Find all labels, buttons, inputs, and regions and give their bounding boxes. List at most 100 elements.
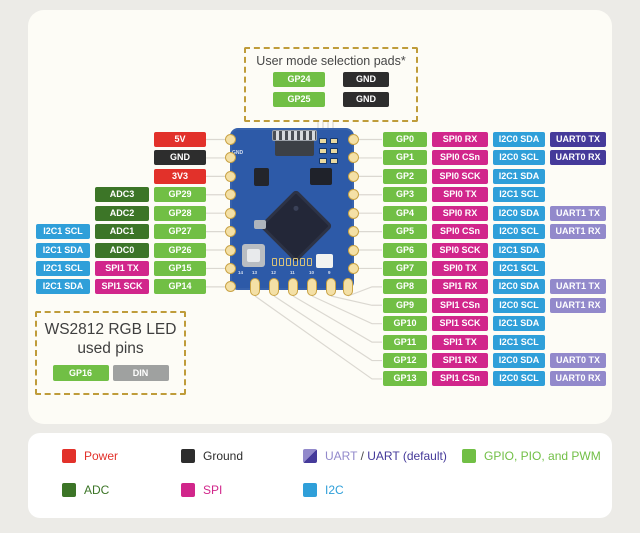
castellated-pad-left-6 bbox=[225, 244, 236, 256]
left-pin-row-2: 3V3 bbox=[36, 168, 206, 184]
strip-pad-5 bbox=[307, 258, 312, 266]
legend-item-spi: SPI bbox=[181, 483, 222, 497]
pin-badge-gp1: GP1 bbox=[383, 150, 427, 166]
pin-badge-uart0-rx: UART0 RX bbox=[550, 150, 606, 166]
legend-label-part-uart: UART bbox=[325, 449, 358, 463]
legend-item-ground: Ground bbox=[181, 449, 243, 463]
pin-badge-i2c1-sda: I2C1 SDA bbox=[493, 242, 545, 258]
fpc-connector-flap bbox=[272, 130, 317, 141]
pin-badge-gp2: GP2 bbox=[383, 168, 427, 184]
boot-button-cap bbox=[247, 249, 260, 262]
legend-label-i2c: I2C bbox=[325, 483, 344, 497]
legend-swatch-i2c bbox=[303, 483, 317, 497]
legend-label-uart: UART / UART (default) bbox=[325, 449, 447, 463]
pin-badge-spi0-rx: SPI0 RX bbox=[432, 132, 488, 147]
bottom-leg-pad-3 bbox=[307, 278, 317, 296]
wire bbox=[273, 295, 382, 362]
castellated-pad-left-4 bbox=[225, 207, 236, 219]
pin-badge-gp15: GP15 bbox=[154, 260, 206, 276]
legend-item-power: Power bbox=[62, 449, 118, 463]
selection-pad-0-0 bbox=[319, 138, 327, 144]
pin-badge-uart0-tx: UART0 TX bbox=[550, 353, 606, 369]
strip-pad-4 bbox=[300, 258, 305, 266]
pin-badge-gp16: GP16 bbox=[52, 365, 109, 382]
pin-badge-gp28: GP28 bbox=[154, 205, 206, 221]
pin-badge-i2c1-sda: I2C1 SDA bbox=[36, 279, 90, 295]
pin-badge-gp4: GP4 bbox=[383, 205, 427, 221]
pin-badge-gnd: GND bbox=[343, 72, 389, 87]
legend-item-adc: ADC bbox=[62, 483, 109, 497]
voltage-regulator-chip bbox=[254, 168, 269, 186]
legend-label-part-uart-default: UART (default) bbox=[367, 449, 447, 463]
legend-swatch-spi bbox=[181, 483, 195, 497]
ws2812-box-title-line1: WS2812 RGB LED bbox=[44, 321, 177, 338]
pin-badge-gp25: GP25 bbox=[273, 92, 325, 107]
wire bbox=[347, 286, 382, 297]
selection-pad-2-1 bbox=[330, 158, 338, 164]
legend-swatch-ground bbox=[181, 449, 195, 463]
pin-badge-i2c0-sda: I2C0 SDA bbox=[493, 353, 545, 369]
pin-badge-3v3: 3V3 bbox=[154, 168, 206, 184]
pin-badge-uart1-tx: UART1 TX bbox=[550, 279, 606, 295]
legend-label-adc: ADC bbox=[84, 483, 110, 497]
pin-badge-spi1-tx: SPI1 TX bbox=[432, 334, 488, 350]
pin-badge-uart0-rx: UART0 RX bbox=[550, 371, 606, 387]
silkscreen-number-9: 9 bbox=[328, 270, 331, 275]
castellated-pad-right-5 bbox=[348, 226, 359, 238]
pin-badge-i2c0-scl: I2C0 SCL bbox=[493, 297, 545, 313]
pin-badge-i2c1-sda: I2C1 SDA bbox=[36, 242, 90, 258]
legend-swatch-adc bbox=[62, 483, 76, 497]
pin-badge-i2c0-scl: I2C0 SCL bbox=[493, 371, 545, 387]
pin-badge-i2c1-scl: I2C1 SCL bbox=[493, 334, 545, 350]
pin-badge-i2c0-scl: I2C0 SCL bbox=[493, 150, 545, 166]
pin-badge-gp0: GP0 bbox=[383, 132, 427, 147]
selection-pad-2-0 bbox=[319, 158, 327, 164]
strip-pad-3 bbox=[293, 258, 298, 266]
wire bbox=[292, 295, 382, 343]
castellated-pad-left-2 bbox=[225, 170, 236, 182]
castellated-pad-right-6 bbox=[348, 244, 359, 256]
selection-pad-1-1 bbox=[330, 148, 338, 154]
pin-badge-adc0: ADC0 bbox=[95, 242, 149, 258]
pin-badge-spi1-sck: SPI1 SCK bbox=[95, 279, 149, 295]
silkscreen-gnd-label: GND bbox=[232, 150, 244, 156]
selection-pad-1-0 bbox=[319, 148, 327, 154]
castellated-pad-left-5 bbox=[225, 226, 236, 238]
bottom-leg-pad-2 bbox=[288, 278, 298, 296]
castellated-pad-right-7 bbox=[348, 262, 359, 274]
pin-badge-i2c1-scl: I2C1 SCL bbox=[493, 187, 545, 203]
pin-badge-i2c0-sda: I2C0 SDA bbox=[493, 205, 545, 221]
pin-badge-gp11: GP11 bbox=[383, 334, 427, 350]
castellated-pad-left-8 bbox=[225, 281, 236, 293]
pin-badge-i2c1-scl: I2C1 SCL bbox=[36, 224, 90, 240]
pin-badge-spi0-csn: SPI0 CSn bbox=[432, 150, 488, 166]
pin-badge-adc2: ADC2 bbox=[95, 205, 149, 221]
legend-label-part-: / bbox=[357, 449, 368, 463]
legend-label-gpio-pio-and-pwm: GPIO, PIO, and PWM bbox=[484, 449, 601, 463]
legend-label-ground: Ground bbox=[203, 449, 244, 463]
right-pin-row-11: GP11 SPI1 TX I2C1 SCL bbox=[383, 334, 545, 350]
pin-badge-gp27: GP27 bbox=[154, 224, 206, 240]
legend-panel bbox=[28, 433, 612, 518]
castellated-pad-right-4 bbox=[348, 207, 359, 219]
pin-badge-i2c0-scl: I2C0 SCL bbox=[493, 224, 545, 240]
strip-pad-0 bbox=[272, 258, 277, 266]
pin-badge-uart1-rx: UART1 RX bbox=[550, 224, 606, 240]
legend-item-gpio-pio-and-pwm: GPIO, PIO, and PWM bbox=[462, 449, 601, 463]
wire bbox=[330, 295, 382, 306]
